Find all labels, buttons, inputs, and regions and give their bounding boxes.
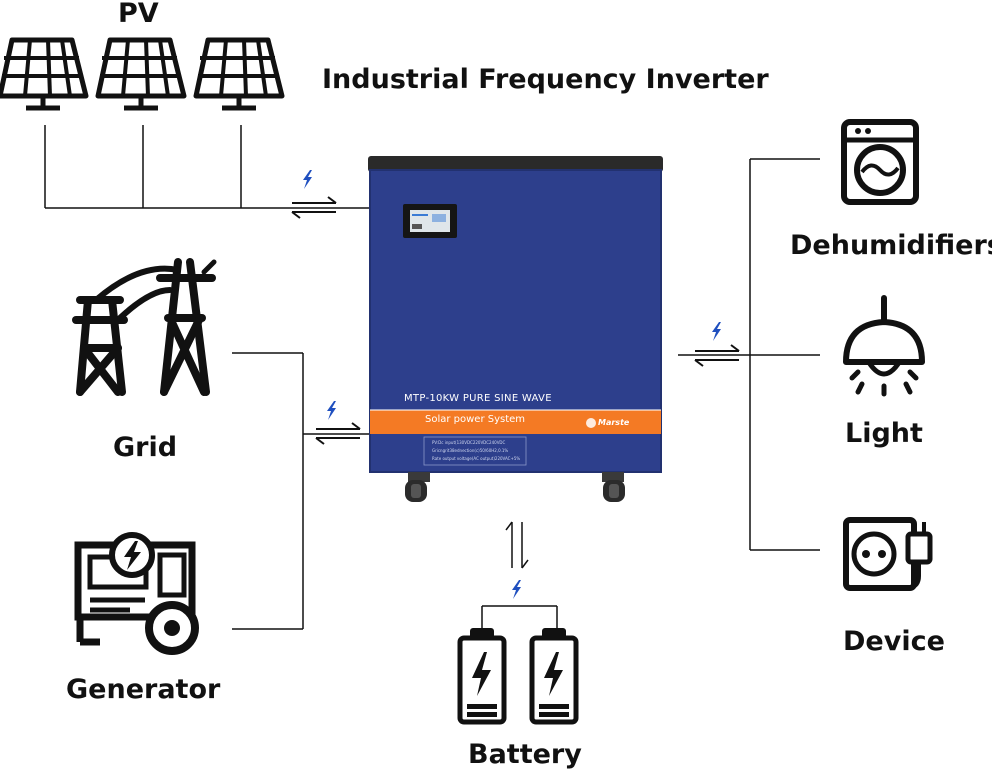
solar-panel-icon (98, 40, 184, 108)
device-label: Device (843, 626, 945, 657)
inverter-spec-line: PV:Dc input(130VDC220VDC240VDC (432, 440, 506, 445)
inverter-model-text: MTP-10KW PURE SINE WAVE (404, 393, 552, 404)
socket-icon (843, 517, 933, 591)
battery-icon (460, 628, 504, 722)
inverter-spec-line: Rate output voltage(AC output)220VAC+5% (432, 456, 521, 461)
diagram-title: Industrial Frequency Inverter (322, 64, 769, 95)
inverter-unit (368, 156, 663, 502)
dehumidifiers-label: Dehumidifiers (790, 230, 992, 261)
lightning-icon (712, 322, 721, 341)
light-label: Light (845, 418, 923, 449)
power-tower-icon (72, 258, 217, 396)
lightning-icon (303, 170, 312, 189)
grid-label: Grid (113, 432, 178, 463)
solar-panel-icon (0, 40, 86, 108)
inverter-brand-logo: Marste (598, 418, 630, 427)
pv-connection-lines (44, 125, 370, 209)
generator-icon (74, 532, 199, 655)
lightning-icon (512, 580, 521, 599)
inverter-spec-line: Gricngrit38ednection(c)50/60H2,0.1% (432, 448, 509, 453)
battery-connection (481, 521, 558, 628)
grid-generator-connection-lines (232, 352, 370, 630)
inverter-system-text: Solar power System (425, 414, 526, 425)
washing-machine-icon (841, 119, 919, 205)
generator-label: Generator (66, 674, 221, 705)
battery-label: Battery (468, 739, 582, 770)
load-connection-lines (678, 158, 820, 551)
lightning-icon (327, 401, 336, 420)
solar-panel-icon (196, 40, 282, 108)
pv-label: PV (118, 0, 159, 29)
battery-icon (532, 628, 576, 722)
lamp-icon (843, 295, 925, 397)
